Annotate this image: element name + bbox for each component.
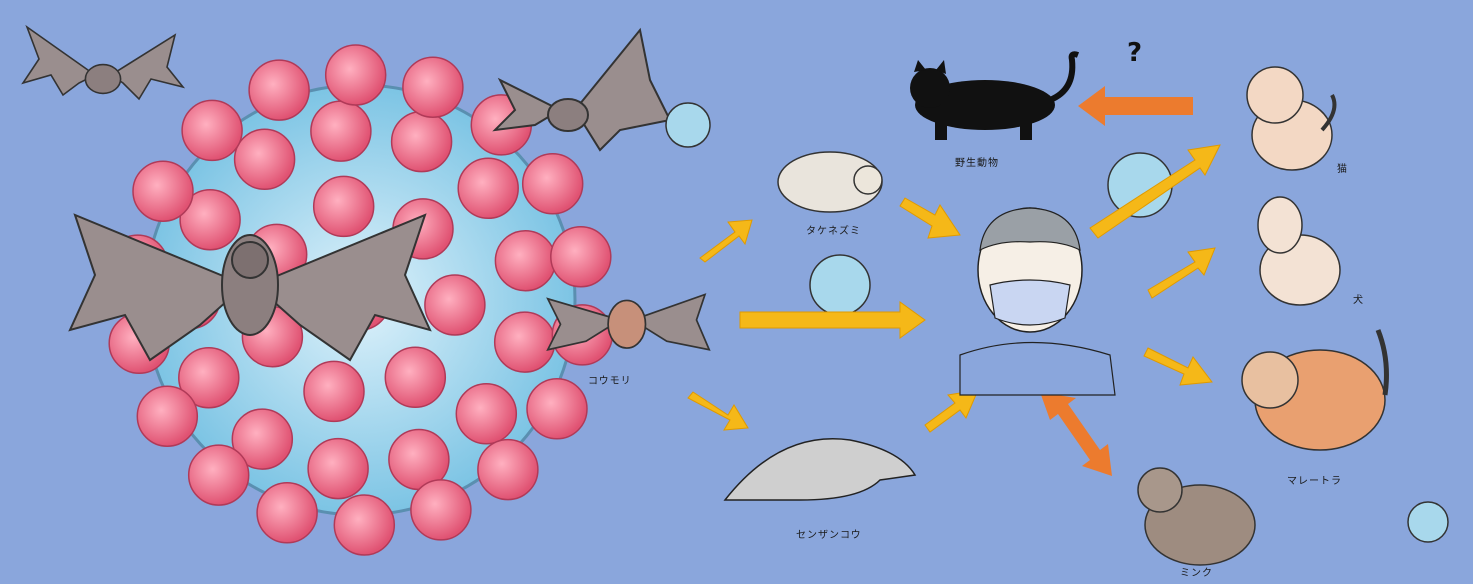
label-bat: コウモリ bbox=[588, 372, 632, 387]
virus-spike bbox=[551, 227, 611, 287]
virus-spike bbox=[189, 445, 249, 505]
virus-spike bbox=[425, 275, 485, 335]
mink-icon bbox=[1138, 468, 1255, 565]
dog-icon bbox=[1258, 197, 1340, 305]
pangolin-icon bbox=[725, 439, 915, 500]
virus-spike bbox=[326, 45, 386, 105]
virus-spike bbox=[403, 57, 463, 117]
label-wild-animal: 野生動物 bbox=[955, 154, 999, 169]
virus-spike bbox=[411, 480, 471, 540]
label-mink: ミンク bbox=[1180, 564, 1213, 579]
virus-spike bbox=[495, 312, 555, 372]
label-dog: 犬 bbox=[1353, 291, 1364, 306]
tiger-icon bbox=[1242, 330, 1386, 450]
virus-spike bbox=[456, 384, 516, 444]
virus-spike bbox=[257, 483, 317, 543]
virus-spike bbox=[392, 112, 452, 172]
virus-spike bbox=[137, 386, 197, 446]
label-cat: 猫 bbox=[1337, 160, 1348, 175]
virus-spike bbox=[249, 60, 309, 120]
virus-spike bbox=[385, 347, 445, 407]
bamboo-rat-icon bbox=[778, 152, 882, 212]
question-mark: ? bbox=[1127, 38, 1142, 68]
cat-icon bbox=[1247, 67, 1334, 170]
label-tiger: マレートラ bbox=[1287, 472, 1342, 487]
virus-spike bbox=[478, 440, 538, 500]
virus-spike bbox=[334, 495, 394, 555]
person-icon bbox=[960, 208, 1115, 395]
label-bamboo-rat: タケネズミ bbox=[806, 222, 861, 237]
virus-spike bbox=[495, 231, 555, 291]
virus-spike bbox=[308, 439, 368, 499]
virus-spike bbox=[314, 176, 374, 236]
virus-spike bbox=[133, 161, 193, 221]
label-pangolin: センザンコウ bbox=[796, 526, 862, 541]
virus-spike bbox=[182, 100, 242, 160]
bat-icon-top-left bbox=[23, 27, 183, 99]
virus-spike bbox=[235, 129, 295, 189]
virus-spike bbox=[523, 154, 583, 214]
virus-spike bbox=[311, 101, 371, 161]
virus-spike bbox=[527, 379, 587, 439]
virus-spike bbox=[304, 361, 364, 421]
virus-spike bbox=[458, 158, 518, 218]
black-cat-icon bbox=[910, 54, 1078, 140]
